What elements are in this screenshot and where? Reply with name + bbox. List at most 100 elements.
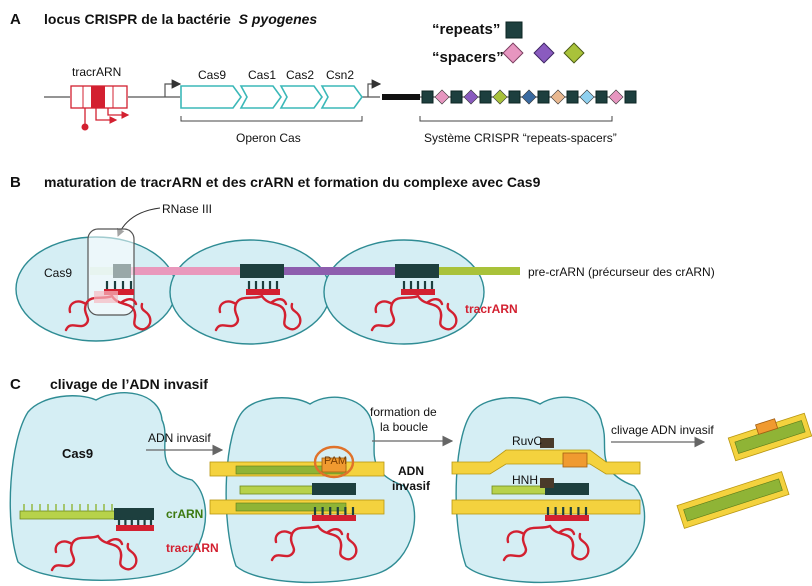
gene-cas9-label: Cas9 [198, 68, 226, 82]
tracr-squiggles-b [64, 291, 458, 332]
panel-a: A locus CRISPR de la bactérie S pyogenes… [10, 11, 637, 145]
tracr-squiggles-c [50, 524, 590, 572]
tracrarn-label-c: tracrARN [166, 541, 219, 555]
tracr-stemloop [214, 294, 302, 332]
panel-b-title: maturation de tracrARN et des crARN et f… [44, 174, 541, 190]
tracr-comb-bar [312, 515, 356, 521]
legend-spacer-pink [502, 42, 524, 64]
pam-circle [313, 445, 355, 479]
legend-spacer-purple [533, 42, 555, 64]
pam-label: PAM [324, 455, 347, 467]
cas-operon [180, 85, 363, 109]
formation-label-2: la boucle [380, 420, 428, 434]
precrarn-green-spacer [438, 267, 520, 275]
cas9-shape-c1 [9, 392, 207, 581]
formation-label-1: formation de [370, 405, 437, 419]
tracr-comb-bar [401, 289, 435, 295]
tracr-stemloop [370, 294, 458, 332]
system-bracket [419, 116, 613, 122]
repeat-c2 [312, 483, 356, 495]
tracr-promoter-dot [81, 123, 89, 131]
system-label: Système CRISPR “repeats-spacers” [424, 131, 617, 145]
gene-cas1 [239, 85, 282, 109]
cas9-label-c: Cas9 [62, 446, 93, 461]
hnh-label: HNH [512, 473, 538, 487]
gene-cas2-label: Cas2 [286, 68, 314, 82]
operon-label: Operon Cas [236, 131, 301, 145]
tracr-combs-c [116, 507, 589, 531]
ruvc-label: RuvC [512, 434, 542, 448]
repeat-square [624, 90, 637, 104]
tracr-stemloop [50, 534, 138, 572]
spacer-diamond [579, 89, 595, 105]
legend-repeats-label: “repeats” [432, 21, 500, 38]
spacer-diamond [521, 89, 537, 105]
svg-text:locus CRISPR de la bactérie: locus CRISPR de la bactérie S pyogenes [44, 11, 317, 27]
hnh-domain [540, 478, 554, 488]
legend-repeat-square [505, 21, 523, 39]
tracr-gene-core [91, 86, 105, 108]
target-dna-bottom-c3 [451, 499, 641, 515]
gene-csn2 [320, 85, 363, 109]
crispr-promoter-arrow [367, 79, 382, 97]
cleaved-fragment-2 [676, 471, 790, 529]
spacer-diamond [492, 89, 508, 105]
repeat-2 [240, 264, 284, 278]
tracr-stemloop [270, 524, 358, 562]
spacer-diamond [434, 89, 450, 105]
adn-invasif-arrow-label: ADN invasif [148, 431, 211, 445]
legend-spacer-green [563, 42, 585, 64]
tracr-stemloop [502, 524, 590, 562]
panel-c: C clivage de l’ADN invasif Cas9 ADN inva… [9, 376, 812, 584]
repeat-square [537, 90, 550, 104]
panel-a-letter: A [10, 11, 21, 28]
panel-b-letter: B [10, 174, 21, 191]
crarn-label: crARN [166, 507, 203, 521]
panel-a-title: locus CRISPR de la bactérie [44, 11, 231, 27]
gene-csn2-label: Csn2 [326, 68, 354, 82]
tracr-stemloop [64, 294, 152, 332]
repeat-square [450, 90, 463, 104]
gene-cas1-label: Cas1 [248, 68, 276, 82]
repeat-c3 [545, 483, 589, 495]
rnase-label: RNase III [162, 202, 212, 216]
repeat-square [595, 90, 608, 104]
gene-cas2 [279, 85, 323, 109]
dna-c2: PAM [209, 445, 385, 515]
adn-label-2: invasif [392, 479, 431, 493]
panel-c-letter: C [10, 376, 21, 393]
repeat-square [508, 90, 521, 104]
operon-bracket [180, 116, 363, 122]
ruvc-domain [540, 438, 554, 448]
tracr-comb-bar [116, 525, 154, 531]
panel-b: B maturation de tracrARN et des crARN et… [10, 174, 715, 345]
tracr-comb-bar [545, 515, 589, 521]
repeat-3 [395, 264, 439, 278]
tracrarn-label-b: tracrARN [465, 302, 518, 316]
panel-a-species: S pyogenes [239, 11, 318, 27]
tracr-gene-label: tracrARN [72, 65, 121, 79]
tracr-comb-bar [246, 289, 280, 295]
dna-c3: RuvC HNH [451, 434, 641, 515]
repeat-square [421, 90, 434, 104]
gene-cas9 [180, 85, 242, 109]
panel-c-title: clivage de l’ADN invasif [50, 376, 208, 392]
cas9-label-b: Cas9 [44, 266, 72, 280]
spacer-diamond [550, 89, 566, 105]
precrarn-purple-spacer [283, 267, 438, 275]
clivage-label: clivage ADN invasif [611, 423, 714, 437]
cas-promoter-arrow [164, 79, 182, 97]
repeat-square [566, 90, 579, 104]
tracr-cut-fragment [94, 291, 118, 303]
spacer-diamond [608, 89, 624, 105]
pam-box [321, 457, 347, 473]
repeat-square [479, 90, 492, 104]
crispr-array [421, 89, 637, 105]
pre-crarn-label: pre-crARN (précurseur des crARN) [528, 265, 715, 279]
precrarn-pink-spacer [128, 267, 283, 275]
tracr-combs-b [104, 281, 435, 295]
cleaved-fragment-1 [727, 412, 812, 462]
spacer-diamond [463, 89, 479, 105]
crispr-leader [382, 94, 420, 100]
